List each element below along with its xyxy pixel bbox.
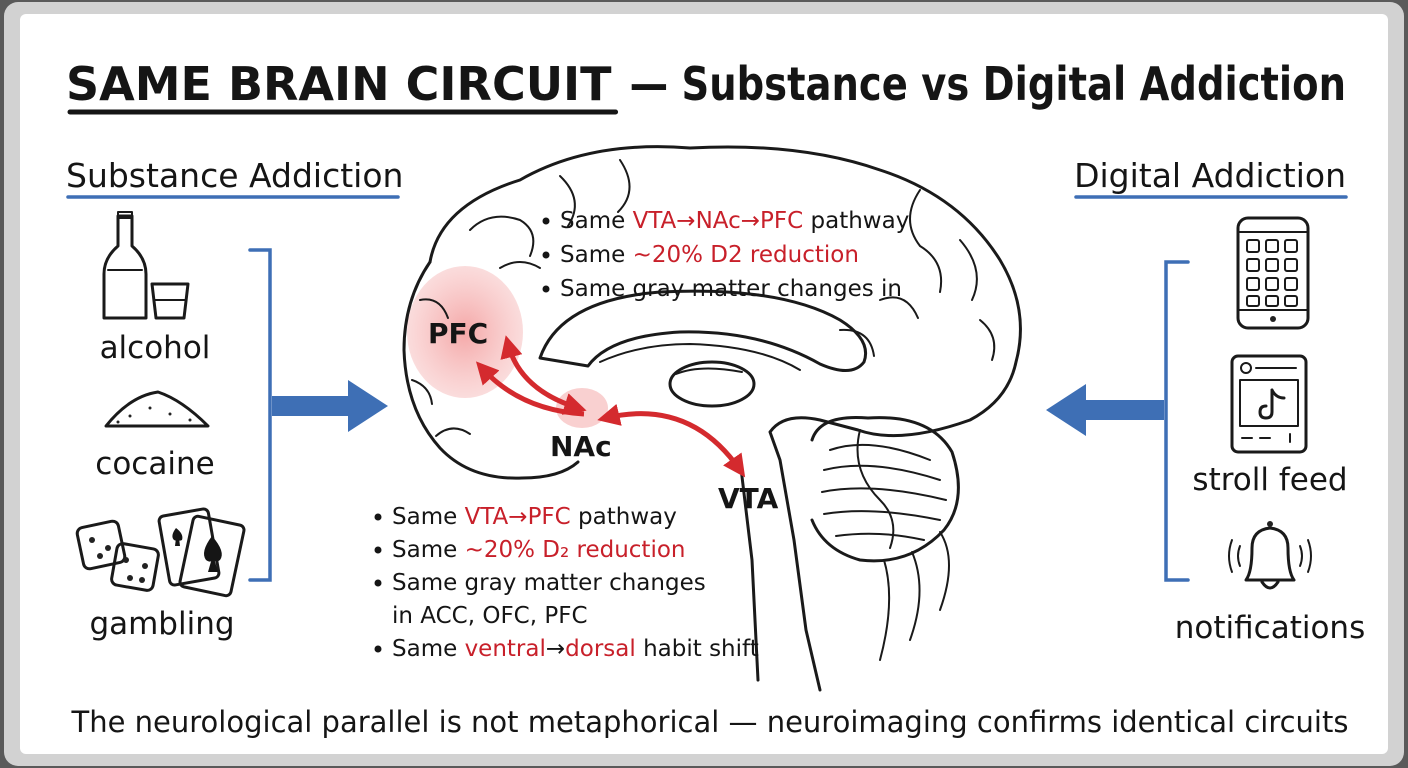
bullet-dot xyxy=(374,645,382,653)
bullet-segment: Same xyxy=(392,537,465,563)
bullet-segment: Same xyxy=(560,208,633,234)
bullet-segment: → xyxy=(546,636,565,662)
right-item-label: stroll feed xyxy=(1192,462,1347,498)
bottle-glass-icon xyxy=(102,211,190,320)
left-heading: Substance Addiction xyxy=(66,156,403,195)
page-title: SAME BRAIN CIRCUIT xyxy=(66,57,612,111)
nac-label: NAc xyxy=(550,430,612,463)
page-subtitle: — Substance vs Digital Addiction xyxy=(630,57,1346,111)
bullet-continuation: in ACC, OFC, PFC xyxy=(392,603,588,629)
bullet-text: Same ~20% D₂ reduction xyxy=(392,537,686,563)
bullet-text: Same ventral→dorsal habit shift xyxy=(392,636,759,662)
nac-highlight xyxy=(556,388,608,428)
bullet-highlight: ~20% D2 reduction xyxy=(633,242,859,268)
bullet-dot xyxy=(374,546,382,554)
smartphone-icon xyxy=(1236,216,1310,330)
footer-caption: The neurological parallel is not metapho… xyxy=(71,705,1349,739)
bullet-text: Same VTA→NAc→PFC pathway xyxy=(560,208,909,234)
bullet-highlight: VTA→PFC xyxy=(465,504,571,530)
bullet-dot xyxy=(374,579,382,587)
bullet-segment: Same xyxy=(560,242,633,268)
nac-pfc-return-arrow xyxy=(475,361,585,417)
pfc-nac-arrow xyxy=(500,335,587,415)
bullet-dot xyxy=(542,285,550,293)
vta-label: VTA xyxy=(718,482,779,515)
bullet-segment: pathway xyxy=(803,208,909,234)
right-item-label: notifications xyxy=(1175,610,1365,646)
bullet-segment: Same xyxy=(392,504,465,530)
bullet-text: Same ~20% D2 reduction xyxy=(560,242,859,268)
bullet-highlight: ventral xyxy=(465,636,546,662)
feed-app-icon xyxy=(1230,354,1308,454)
left-item-label: gambling xyxy=(89,606,234,642)
nac-vta-arrow xyxy=(597,403,746,478)
arrow-right-icon xyxy=(272,380,388,432)
arrow-left-icon xyxy=(1046,384,1164,436)
right-heading: Digital Addiction xyxy=(1074,156,1346,195)
bullet-segment: Same gray matter changes xyxy=(392,570,706,596)
bullet-highlight: VTA→NAc→PFC xyxy=(633,208,804,234)
pfc-label: PFC xyxy=(428,317,488,350)
bullet-highlight: ~20% D₂ reduction xyxy=(465,537,686,563)
left-bracket xyxy=(248,248,272,582)
bullet-text: Same gray matter changes xyxy=(392,570,706,596)
right-bracket xyxy=(1164,260,1190,582)
bullet-segment: Same gray matter changes in xyxy=(560,276,902,302)
bullet-highlight: dorsal xyxy=(565,636,636,662)
bullet-segment: pathway xyxy=(571,504,677,530)
bullet-segment: habit shift xyxy=(636,636,759,662)
brain-illustration: PFC NAc VTA xyxy=(402,145,1022,692)
dice-cards-icon xyxy=(75,507,246,598)
bullet-text: Same gray matter changes in xyxy=(560,276,902,302)
bell-icon xyxy=(1228,521,1312,590)
left-item-label: alcohol xyxy=(100,330,211,366)
powder-pile-icon xyxy=(104,390,210,428)
bullet-dot xyxy=(542,251,550,259)
left-item-label: cocaine xyxy=(95,446,214,482)
bullet-dot xyxy=(542,217,550,225)
bullet-segment: Same xyxy=(392,636,465,662)
board-surface xyxy=(20,14,1388,754)
bullet-text: Same VTA→PFC pathway xyxy=(392,504,677,530)
bullet-dot xyxy=(374,513,382,521)
